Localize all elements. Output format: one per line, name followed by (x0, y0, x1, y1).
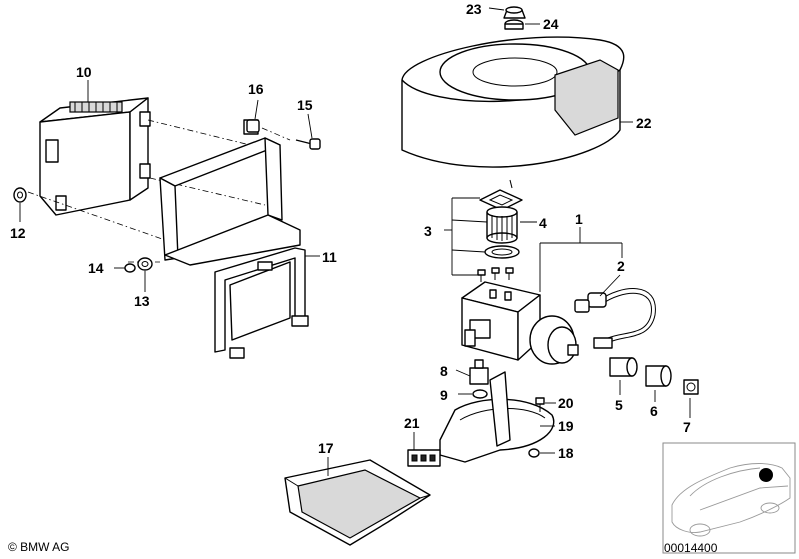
nut-9 (472, 389, 488, 399)
nut-13 (137, 257, 153, 271)
callout-2: 2 (617, 258, 625, 274)
callout-12: 12 (10, 225, 26, 241)
leader-lines (19, 7, 691, 476)
callout-8: 8 (440, 363, 448, 379)
part-location-marker (759, 468, 773, 482)
filter-screws (477, 267, 514, 282)
callout-4: 4 (539, 215, 547, 231)
callout-22: 22 (636, 115, 652, 131)
control-unit (39, 97, 151, 216)
rubber-mount-6 (645, 365, 672, 387)
callout-19: 19 (558, 418, 574, 434)
cap-23 (503, 6, 526, 19)
damper-8 (469, 359, 489, 385)
nut-7 (683, 379, 699, 395)
clip-21 (407, 449, 441, 467)
callout-3: 3 (424, 223, 432, 239)
gasket (479, 189, 523, 211)
callout-17: 17 (318, 440, 334, 456)
seal-ring (484, 245, 520, 259)
cover-tray (284, 459, 431, 546)
bracket-clip (246, 119, 260, 133)
callout-6: 6 (650, 403, 658, 419)
callout-11: 11 (322, 249, 337, 265)
copyright-text: © BMW AG (8, 540, 70, 554)
rubber-mount-5 (609, 357, 638, 377)
image-number: 00014400 (664, 541, 718, 555)
hose-connector (574, 288, 656, 349)
screw (295, 138, 321, 150)
callout-1: 1 (575, 211, 583, 227)
callout-20: 20 (558, 395, 574, 411)
callout-23: 23 (466, 1, 482, 17)
callout-labels: 1 2 3 4 5 6 7 8 9 10 11 12 13 14 15 16 1… (10, 1, 691, 461)
nut-12 (13, 187, 27, 203)
mounting-bracket (159, 119, 309, 359)
callout-7: 7 (683, 419, 691, 435)
washer-14 (124, 263, 136, 273)
pump-assembly (461, 281, 579, 365)
screw-20 (535, 397, 545, 412)
grommet-24 (504, 19, 524, 30)
callout-13: 13 (134, 293, 150, 309)
carrier-plate (439, 371, 555, 463)
filter-housing (401, 36, 625, 189)
callout-21: 21 (404, 415, 420, 431)
nut-18 (528, 448, 540, 458)
callout-9: 9 (440, 387, 448, 403)
callout-15: 15 (297, 97, 313, 113)
filter-element (486, 206, 518, 244)
vehicle-locator-inset: 00014400 (662, 442, 796, 555)
callout-16: 16 (248, 81, 264, 97)
callout-24: 24 (543, 16, 559, 32)
callout-5: 5 (615, 397, 623, 413)
callout-14: 14 (88, 260, 104, 276)
callout-18: 18 (558, 445, 574, 461)
callout-10: 10 (76, 64, 92, 80)
